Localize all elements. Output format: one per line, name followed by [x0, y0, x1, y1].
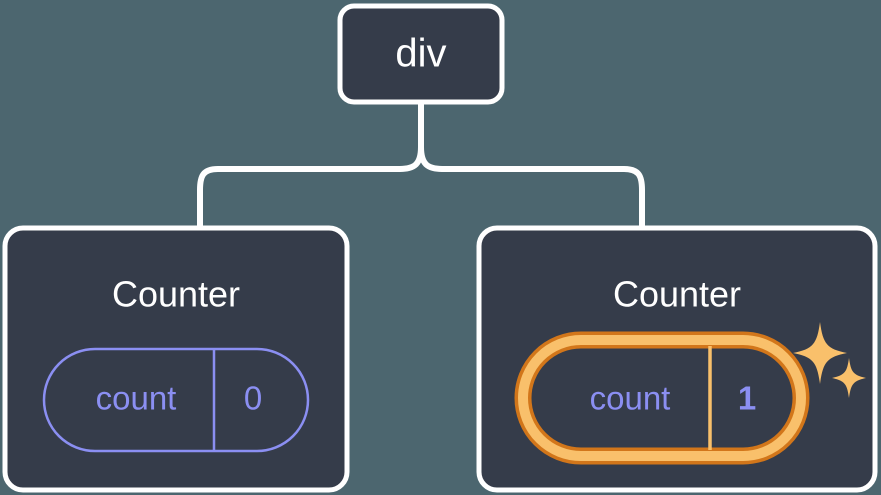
- counter-right-title: Counter: [613, 274, 741, 315]
- counter-left-prop-key: count: [96, 380, 177, 417]
- counter-left-card: [2, 225, 350, 493]
- sparkle-small-icon: [832, 358, 866, 398]
- counter-right-prop-pill[interactable]: count 1: [514, 331, 810, 465]
- node-counter-right[interactable]: Counter count 1: [476, 225, 878, 493]
- node-counter-left[interactable]: Counter count 0: [2, 225, 350, 493]
- counter-left-pill-outline: [42, 347, 310, 453]
- counter-left-prop-pill[interactable]: count 0: [42, 347, 310, 453]
- sparkle-large-icon: [793, 322, 847, 384]
- edge-to-right-counter: [418, 144, 645, 231]
- sparkle-group: [793, 322, 866, 398]
- counter-left-prop-value: 0: [244, 380, 262, 417]
- counter-left-title: Counter: [112, 274, 240, 315]
- counter-right-pill-highlight-ring: [518, 335, 806, 461]
- node-div-label: div: [395, 32, 446, 76]
- node-div[interactable]: div: [337, 3, 505, 105]
- node-div-box: [337, 3, 505, 105]
- edge-to-left-counter: [197, 144, 424, 231]
- counter-right-card: [476, 225, 878, 493]
- counter-right-prop-key: count: [590, 380, 671, 417]
- counter-right-prop-value: 1: [738, 380, 756, 417]
